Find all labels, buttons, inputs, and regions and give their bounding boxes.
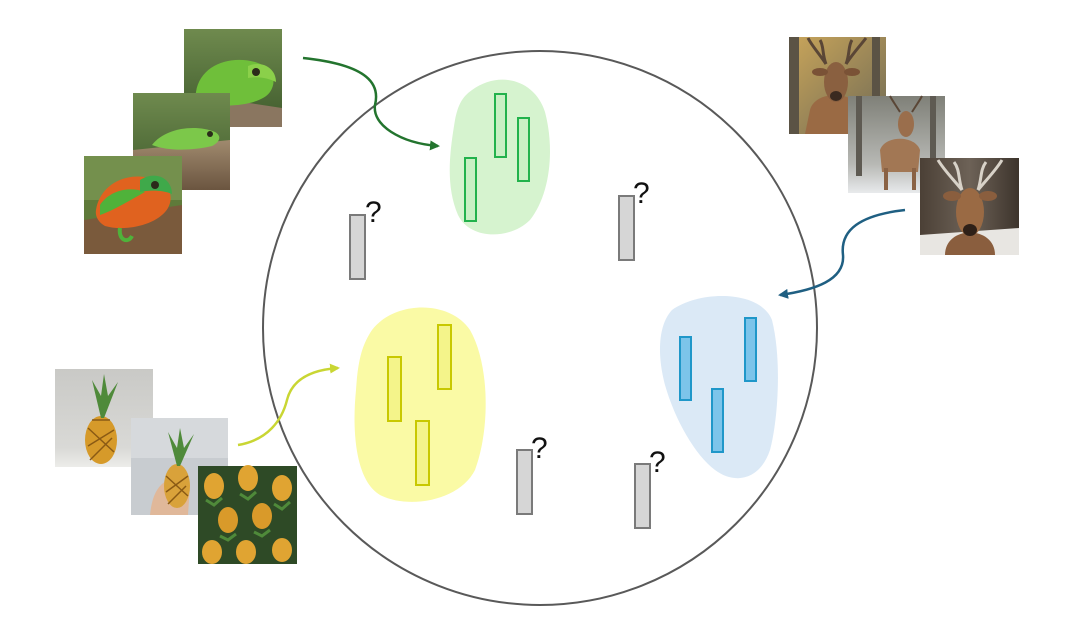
unknown-vector <box>349 214 366 280</box>
green-vector <box>494 93 507 158</box>
deer-photo <box>920 158 1019 255</box>
unknown-vector-group: ? <box>516 432 548 515</box>
blue-vector <box>711 388 724 453</box>
blue-vector <box>679 336 692 401</box>
pineapple-photo-icon <box>55 369 297 564</box>
unknown-vector-group: ? <box>618 177 650 261</box>
green-vector <box>517 117 530 182</box>
unknown-vector-group: ? <box>634 446 666 529</box>
deer-arrow <box>778 208 906 299</box>
green-vector <box>464 157 477 222</box>
unknown-vector <box>618 195 635 261</box>
question-mark: ? <box>633 177 650 210</box>
unknown-vector <box>516 449 533 515</box>
question-mark: ? <box>531 432 548 465</box>
unknown-vector <box>634 463 651 529</box>
question-mark: ? <box>365 196 382 229</box>
unknown-vector-group: ? <box>349 196 382 280</box>
embedding-space-circle <box>262 50 818 606</box>
blue-vector <box>744 317 757 382</box>
question-mark: ? <box>649 446 666 479</box>
deer-photo-icon <box>789 37 1019 255</box>
chameleon-photo <box>84 156 182 254</box>
pineapple-arrow <box>237 363 340 447</box>
yellow-vector <box>387 356 402 422</box>
chameleon-arrow <box>302 56 440 151</box>
yellow-vector <box>437 324 452 390</box>
yellow-vector <box>415 420 430 486</box>
pineapple-photo <box>198 465 297 564</box>
chameleon-photo-icon <box>84 29 282 254</box>
